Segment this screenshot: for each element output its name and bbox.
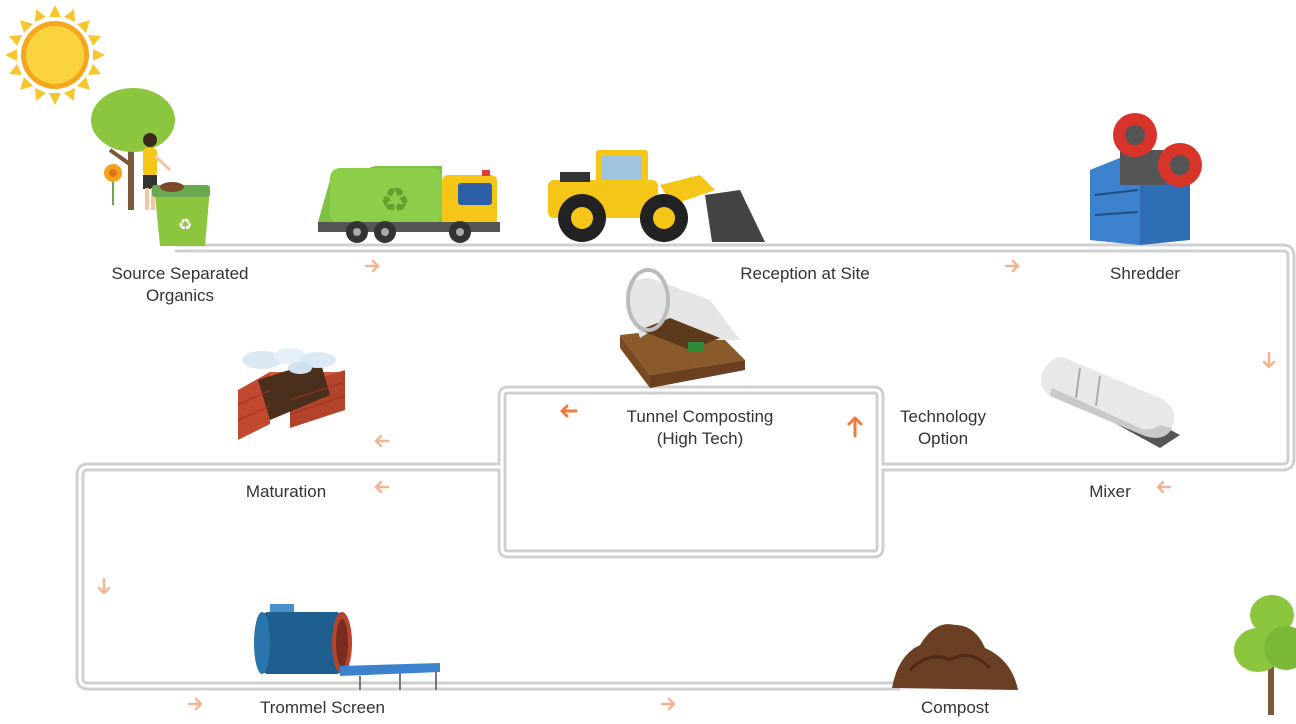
shredder-machine-icon xyxy=(1090,113,1202,245)
flow-arrows xyxy=(97,259,1276,711)
svg-text:♻: ♻ xyxy=(178,215,192,234)
maturation-windrow-icon xyxy=(237,348,346,440)
label-tunnel-line1: Tunnel Composting xyxy=(626,407,774,426)
arrow-up-strong-icon xyxy=(847,416,863,438)
label-reception: Reception at Site xyxy=(740,264,870,283)
arrow-left-strong-icon xyxy=(560,404,578,418)
mixer-tank-icon xyxy=(1041,357,1180,448)
arrow-left-icon xyxy=(374,480,390,494)
tunnel-composter-icon xyxy=(620,268,745,388)
tree-icon xyxy=(1234,595,1296,715)
sun-icon xyxy=(5,5,105,105)
svg-text:♻: ♻ xyxy=(380,181,410,221)
label-technology-line1: Technology xyxy=(899,407,986,426)
arrow-left-icon xyxy=(1156,480,1172,494)
label-technology-line2: Option xyxy=(917,429,969,448)
arrow-right-icon xyxy=(660,697,676,711)
label-source-line1: Source Separated xyxy=(111,264,249,283)
arrow-right-icon xyxy=(1004,259,1020,273)
label-maturation: Maturation xyxy=(245,482,327,501)
label-source-line2: Organics xyxy=(145,286,215,305)
label-compost: Compost xyxy=(920,698,990,717)
arrow-down-icon xyxy=(1262,351,1276,369)
arrow-right-icon xyxy=(187,697,203,711)
arrow-down-icon xyxy=(97,577,111,595)
compost-pile-icon xyxy=(892,624,1018,690)
label-shredder: Shredder xyxy=(1110,264,1180,283)
label-tunnel-line2: (High Tech) xyxy=(656,429,744,448)
trommel-screen-icon xyxy=(254,604,440,690)
label-trommel: Trommel Screen xyxy=(259,698,385,717)
arrow-left-icon xyxy=(374,434,390,448)
person-with-bin-icon: ♻ xyxy=(91,88,210,246)
garbage-truck-icon: ♻ xyxy=(318,166,500,243)
label-mixer: Mixer xyxy=(1089,482,1131,501)
bulldozer-icon xyxy=(548,150,765,242)
arrow-right-icon xyxy=(364,259,380,273)
